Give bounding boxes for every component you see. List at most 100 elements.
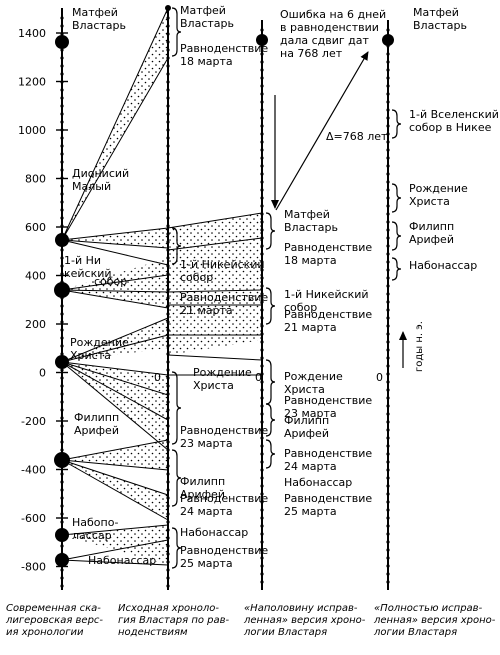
axis-bead [166,280,170,284]
axis-bead [260,108,264,112]
axis-bead [260,420,264,424]
axis-bead [260,292,264,296]
axis-bead [386,324,390,328]
axis-bead [60,168,64,172]
event-label-line: Равноденствие [284,241,372,254]
axis-bead [260,372,264,376]
error-note-line: дала сдвиг дат [280,34,370,47]
axis-bead [60,448,64,452]
axis-bead [166,496,170,500]
axis-bead [166,472,170,476]
axis-bead [60,56,64,60]
event-dots [54,5,394,567]
axis-bead [386,316,390,320]
axis-bead [166,536,170,540]
axis-bead [260,348,264,352]
axis-bead [60,512,64,516]
axis-bead [386,404,390,408]
axis-bead [60,120,64,124]
axis-bead [166,112,170,116]
axis-bead [260,140,264,144]
event-label-line: 18 марта [284,254,337,267]
axis-bead [386,348,390,352]
axis-bead [386,100,390,104]
axis-bead [166,440,170,444]
axis-bead [260,268,264,272]
event-label-line: Равноденствие [284,394,372,407]
axis-bead [386,444,390,448]
axis-bead [166,24,170,28]
axis-bead [60,376,64,380]
axis-bead [166,288,170,292]
event-label-line: 24 марта [180,505,233,518]
event-label-line: 1-й Никейский [180,258,265,271]
axis-bead [60,408,64,412]
event-label: Набонассар [180,526,248,539]
axis-bead [166,176,170,180]
event-label-line: 23 марта [284,407,337,420]
axis-bead [60,104,64,108]
axis-bead [386,220,390,224]
axis-bead [260,340,264,344]
event-label-line: 24 марта [284,460,337,473]
event-label-line: Филипп [409,220,454,233]
axis-bead [260,236,264,240]
axis-bead [386,76,390,80]
axis-bead [166,384,170,388]
axis-bead [386,492,390,496]
axis-bead [166,360,170,364]
event-label-line: Арифей [180,488,225,501]
column-caption: «Наполовину исправ-ленная» версия хроно-… [243,603,366,638]
axis-bead [386,372,390,376]
axis-tick-labels: 1400120010008006004002000-200-400-600-80… [18,27,425,574]
axis-bead [166,16,170,20]
axis-bead [60,392,64,396]
event-label-line: собор в Никее [409,121,492,134]
axis-bead [60,152,64,156]
axis-bead [260,204,264,208]
axis-bead [386,340,390,344]
axis-bead [386,548,390,552]
axis-bead [260,516,264,520]
axis-bead [166,56,170,60]
axis-bead [166,72,170,76]
axis-bead [166,432,170,436]
axis-bead [60,480,64,484]
axis-bead [60,216,64,220]
error-note-line: в равноденствии [280,21,379,34]
event-label-line: Рождение [193,366,252,379]
axis-bead [260,356,264,360]
axis-bead [166,256,170,260]
axis-bead [260,388,264,392]
axis-bead [260,84,264,88]
tick-label: 0 [39,367,46,380]
axis-bead [60,160,64,164]
axis-bead [386,412,390,416]
axis-bead [60,504,64,508]
column-caption-line: ленная» версия хроно- [373,615,496,626]
event-label-line: Арифей [284,427,329,440]
axis-bead [260,308,264,312]
axis-bead [166,544,170,548]
axis-bead [60,208,64,212]
axis-bead [60,256,64,260]
event-label-line: Рождение [284,370,343,383]
event-label-line: лассар [72,529,112,542]
axis-bead [386,236,390,240]
axis-bead [386,68,390,72]
axis-bead [60,16,64,20]
axis-bead [386,460,390,464]
axis-bead [260,156,264,160]
axis-bead [60,544,64,548]
axis-bead [260,60,264,64]
axis-bead [386,308,390,312]
axis-bead [386,164,390,168]
event-label-line: Матфей [413,6,459,19]
axis-bead [386,52,390,56]
